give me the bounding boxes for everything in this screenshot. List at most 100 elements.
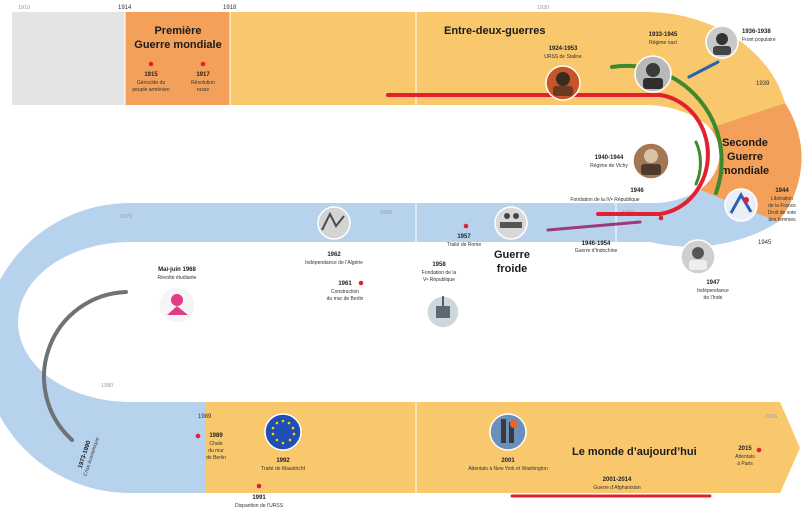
women-vote-poster-icon	[724, 188, 758, 222]
stalin-portrait-icon	[545, 65, 581, 101]
event-1924-date: 1924-1953	[549, 46, 578, 52]
event-2015-label: à Paris	[737, 461, 753, 467]
event-1957-date: 1957	[457, 234, 471, 240]
ww2-title-3: mondiale	[721, 165, 769, 177]
event-2001-2014-date: 2001-2014	[603, 477, 632, 483]
cold-war-title-1: Guerre	[494, 249, 530, 261]
fifth-republic-photo-icon	[426, 295, 460, 329]
event-2001-label: Attentats à New York et Washington	[468, 466, 548, 472]
event-1958-date: 1958	[432, 262, 446, 268]
event-1991-date: 1991	[252, 495, 266, 501]
event-dot-1946	[658, 215, 664, 221]
event-dot-1957	[463, 223, 469, 229]
interwar-title: Entre-deux-guerres	[444, 25, 545, 37]
year-1980: 1980	[101, 383, 113, 389]
event-dot-1915	[148, 61, 154, 67]
year-1930: 1930	[537, 5, 549, 11]
band-interwar	[230, 12, 785, 128]
event-1933-label: Régime nazi	[649, 40, 677, 46]
gandhi-portrait-icon	[680, 239, 716, 275]
event-dot-1989	[195, 433, 201, 439]
ww2-title-1: Seconde	[722, 137, 768, 149]
stalin-duration-line	[386, 93, 710, 216]
economic-crisis-line	[42, 290, 128, 442]
year-1910: 1910	[18, 5, 30, 11]
vichy-duration-line	[694, 140, 702, 186]
event-1947-label: Indépendance	[697, 288, 729, 294]
event-1946-1954-label: Guerre d’Indochine	[575, 248, 618, 254]
hitler-portrait-icon	[634, 55, 672, 93]
event-1933-date: 1933-1945	[649, 32, 678, 38]
event-1940-date: 1940-1944	[595, 155, 624, 161]
event-1957-label: Traité de Rome	[447, 242, 481, 248]
event-1961-label: Construction	[331, 289, 359, 295]
year-1918: 1918	[223, 5, 237, 11]
year-2016: 2016	[765, 414, 777, 420]
event-1936-date: 1936-1938	[742, 29, 771, 35]
twin-towers-attack-icon	[489, 413, 527, 451]
event-1915-label: Génocide du	[137, 80, 166, 86]
event-1936-label: Front populaire	[742, 37, 776, 43]
petain-portrait-icon	[632, 142, 670, 180]
band-prewar	[12, 12, 125, 105]
band-ww2	[700, 103, 802, 222]
event-1961-label: du mur de Berlin	[327, 296, 364, 302]
band-cold-war	[0, 190, 778, 493]
event-2015-date: 2015	[738, 446, 752, 452]
event-1944-label: Libération	[771, 196, 793, 202]
event-2015-label: Attentats	[735, 454, 755, 460]
event-1946-date: 1946	[630, 188, 644, 194]
algeria-independence-photo-icon	[317, 206, 351, 240]
eu-flag-icon	[264, 413, 302, 451]
event-1962-label: Indépendance de l’Algérie	[305, 260, 363, 266]
event-1917-date: 1917	[196, 72, 210, 78]
event-1915-label: peuple arménien	[132, 87, 169, 93]
event-1915-date: 1915	[144, 72, 158, 78]
event-1944-label: Droit de vote	[768, 210, 797, 216]
event-2001-date: 2001	[501, 458, 515, 464]
event-1947-label: de l’Inde	[704, 295, 723, 301]
event-1944-label: des femmes	[768, 217, 796, 223]
event-1917-label: Révolution	[191, 80, 215, 86]
event-1968-label: Révolte étudiante	[158, 275, 197, 281]
year-1945: 1945	[758, 240, 772, 246]
event-1991-label: Disparition de l’URSS	[235, 503, 284, 509]
event-1958-label: Fondation de la	[422, 270, 457, 276]
event-1992-label: Traité de Maastricht	[261, 466, 306, 472]
event-dot-2015	[756, 447, 762, 453]
blum-portrait-icon	[705, 25, 739, 59]
event-dot-1917	[200, 61, 206, 67]
event-1940-label: Régime de Vichy	[590, 163, 628, 169]
year-1989: 1989	[198, 414, 212, 420]
year-1970: 1970	[120, 214, 132, 220]
year-1960: 1960	[380, 210, 392, 216]
event-1947-date: 1947	[706, 280, 720, 286]
cold-war-title-2: froide	[497, 263, 528, 275]
event-dot-1961	[358, 280, 364, 286]
event-1989-label: Chute	[209, 441, 223, 447]
event-1944-date: 1944	[775, 188, 789, 194]
event-1989-date: 1989	[209, 433, 223, 439]
event-1944-label: de la France	[768, 203, 796, 209]
event-1946-1954-date: 1946-1954	[582, 241, 611, 247]
event-dot-1991	[256, 483, 262, 489]
rome-treaty-signing-icon	[494, 206, 528, 240]
event-1962-date: 1962	[327, 252, 341, 258]
year-1939: 1939	[756, 81, 770, 87]
event-1968-date: Mai-juin 1968	[158, 267, 196, 273]
ww1-title-1: Première	[154, 25, 201, 37]
ww2-title-2: Guerre	[727, 151, 763, 163]
event-1989-label: de Berlin	[206, 455, 226, 461]
event-1989-label: du mur	[208, 448, 224, 454]
ww1-title-2: Guerre mondiale	[134, 39, 221, 51]
event-1992-date: 1992	[276, 458, 290, 464]
may68-poster-icon	[158, 286, 196, 324]
band-ww1	[125, 12, 230, 105]
event-1924-label: URSS de Staline	[544, 54, 582, 60]
indochina-duration-line	[546, 220, 642, 232]
event-1958-label: Vᵉ République	[423, 277, 455, 283]
front-populaire-line	[687, 60, 720, 79]
year-1914: 1914	[118, 5, 132, 11]
event-1946-label: Fondation de la IVᵉ République	[570, 197, 639, 203]
